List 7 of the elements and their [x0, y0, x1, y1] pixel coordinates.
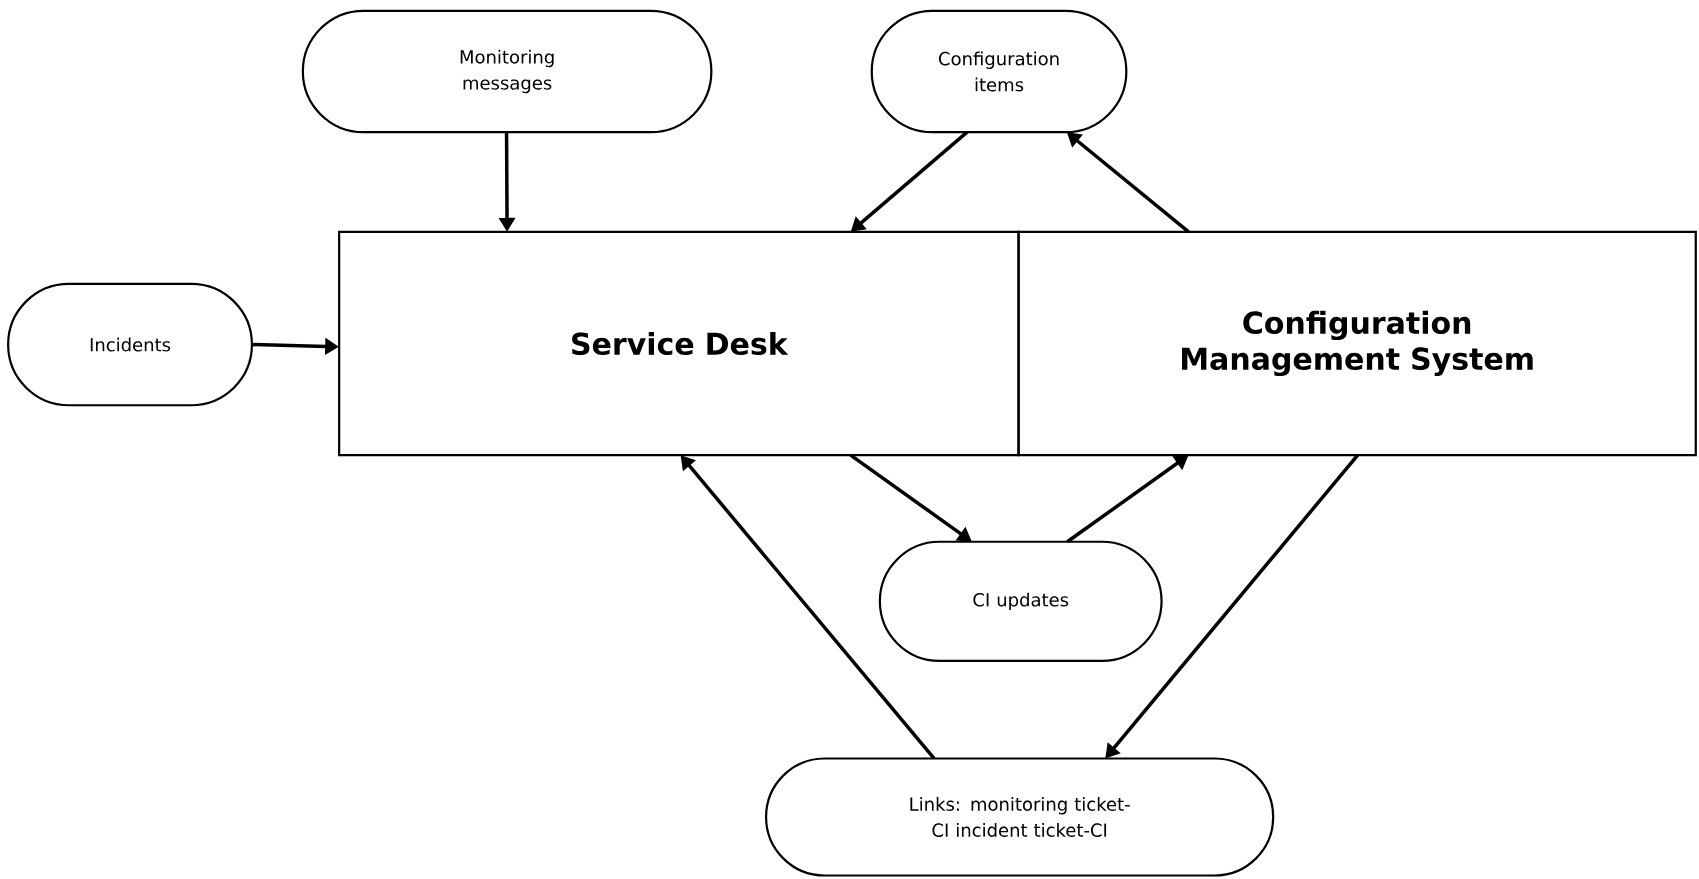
process-box: Service Desk	[338, 230, 1020, 457]
terminal-pill: Configuration items	[870, 9, 1128, 134]
process-box: Configuration Management System	[1017, 230, 1697, 457]
terminal-pill: Monitoring messages	[301, 9, 713, 134]
terminal-pill: Incidents	[7, 282, 254, 407]
terminal-pill: CI updates	[878, 540, 1163, 663]
terminal-pill: Links: monitoring ticket-CI incident ticket-CI	[765, 757, 1275, 877]
